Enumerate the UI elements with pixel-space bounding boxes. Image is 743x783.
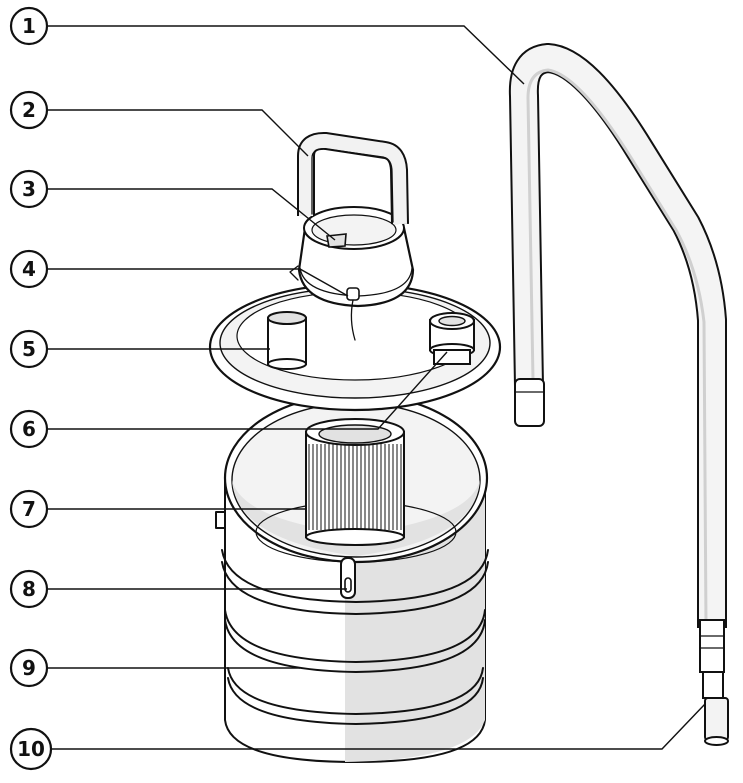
filter-cartridge	[306, 419, 404, 545]
callout-label: 5	[22, 337, 36, 361]
wand-tube-upper	[700, 620, 724, 672]
callout-label: 9	[22, 656, 36, 680]
callout-label: 4	[22, 257, 36, 281]
leader-1	[47, 26, 524, 84]
callout-7: 7	[11, 491, 47, 527]
latch	[341, 558, 355, 598]
callout-10: 10	[11, 729, 51, 769]
callout-6: 6	[11, 411, 47, 447]
callout-label: 1	[22, 14, 36, 38]
leader-3	[47, 189, 335, 240]
callout-9: 9	[11, 650, 47, 686]
callout-label: 2	[22, 98, 36, 122]
hose	[515, 58, 728, 745]
callout-label: 6	[22, 417, 36, 441]
callout-label: 10	[17, 737, 45, 761]
callout-1: 1	[11, 8, 47, 44]
callout-2: 2	[11, 92, 47, 128]
callout-label: 3	[22, 177, 36, 201]
wand-nozzle	[705, 698, 728, 740]
leader-2	[47, 110, 308, 156]
wand-tube-mid	[703, 672, 723, 698]
callout-label: 8	[22, 577, 36, 601]
hose-end-cuff	[515, 379, 544, 426]
callout-5: 5	[11, 331, 47, 367]
callouts: 1 2 3 4 5 6 7 8	[11, 8, 51, 769]
callout-4: 4	[11, 251, 47, 287]
callout-8: 8	[11, 571, 47, 607]
callout-label: 7	[22, 497, 36, 521]
callout-3: 3	[11, 171, 47, 207]
